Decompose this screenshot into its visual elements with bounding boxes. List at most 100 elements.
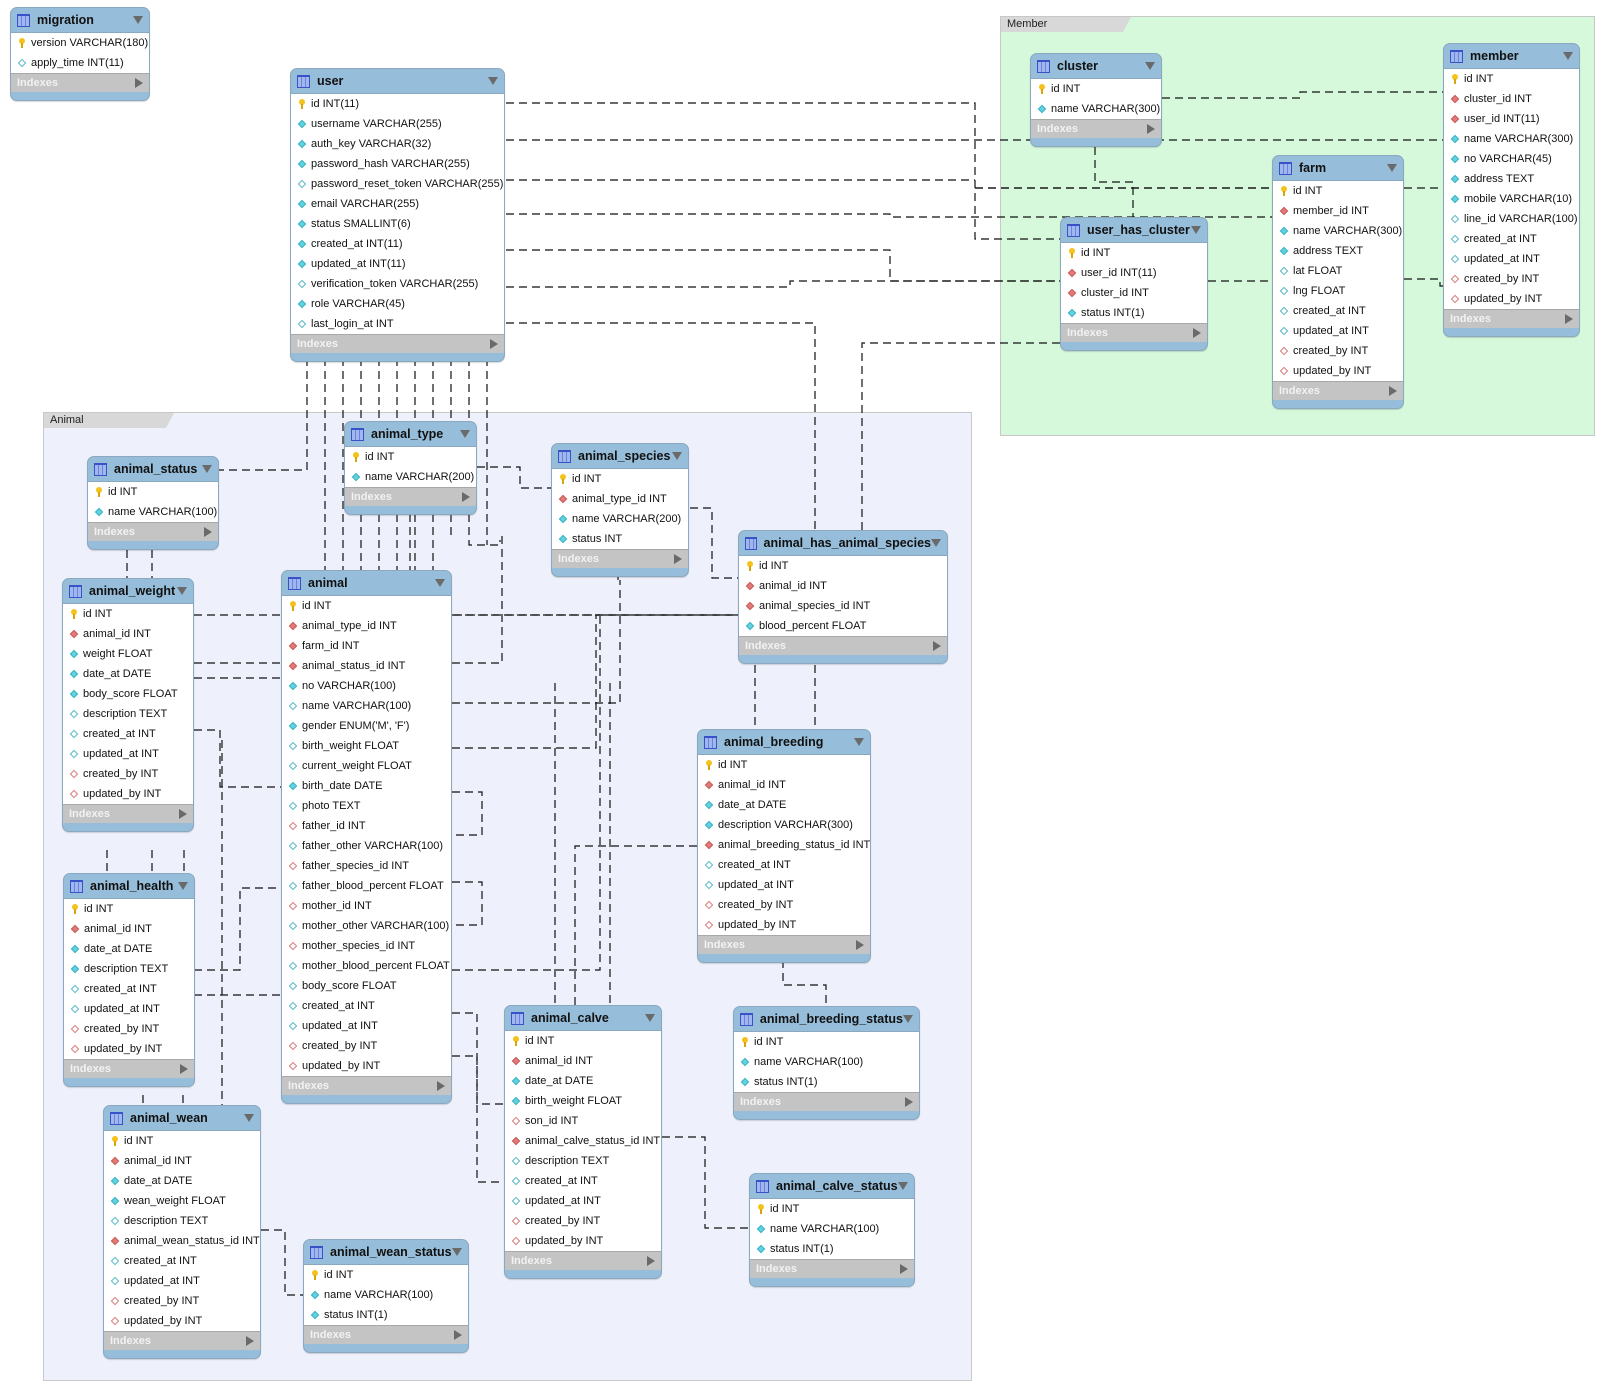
- table-header[interactable]: animal_status: [88, 457, 218, 481]
- collapse-toggle-icon[interactable]: [202, 465, 212, 473]
- column-row[interactable]: id INT: [1273, 181, 1403, 201]
- column-row[interactable]: updated_at INT: [64, 999, 194, 1019]
- expand-arrow-icon[interactable]: [900, 1264, 908, 1274]
- column-row[interactable]: name VARCHAR(100): [750, 1219, 914, 1239]
- column-row[interactable]: animal_id INT: [698, 775, 870, 795]
- indexes-section[interactable]: Indexes: [698, 935, 870, 954]
- indexes-section[interactable]: Indexes: [505, 1251, 661, 1270]
- column-row[interactable]: id INT: [734, 1032, 919, 1052]
- table-header[interactable]: animal_species: [552, 444, 688, 468]
- column-row[interactable]: id INT: [88, 482, 218, 502]
- table-header[interactable]: user: [291, 69, 504, 93]
- column-row[interactable]: member_id INT: [1273, 201, 1403, 221]
- table-header[interactable]: cluster: [1031, 54, 1161, 78]
- column-row[interactable]: mother_species_id INT: [282, 936, 451, 956]
- column-row[interactable]: created_at INT(11): [291, 234, 504, 254]
- column-row[interactable]: date_at DATE: [505, 1071, 661, 1091]
- table-header[interactable]: animal_weight: [63, 579, 193, 603]
- column-row[interactable]: description TEXT: [64, 959, 194, 979]
- relationship-line[interactable]: [506, 249, 1060, 282]
- indexes-section[interactable]: Indexes: [11, 73, 149, 92]
- indexes-section[interactable]: Indexes: [104, 1331, 260, 1350]
- collapse-toggle-icon[interactable]: [645, 1014, 655, 1022]
- collapse-toggle-icon[interactable]: [133, 16, 143, 24]
- column-row[interactable]: father_id INT: [282, 816, 451, 836]
- column-row[interactable]: status INT: [552, 529, 688, 549]
- indexes-section[interactable]: Indexes: [88, 522, 218, 541]
- column-row[interactable]: created_by INT: [698, 895, 870, 915]
- column-row[interactable]: body_score FLOAT: [282, 976, 451, 996]
- column-row[interactable]: created_at INT: [282, 996, 451, 1016]
- column-row[interactable]: father_blood_percent FLOAT: [282, 876, 451, 896]
- column-row[interactable]: updated_at INT: [1444, 249, 1579, 269]
- column-row[interactable]: updated_at INT(11): [291, 254, 504, 274]
- table-header[interactable]: animal_wean_status: [304, 1240, 468, 1264]
- collapse-toggle-icon[interactable]: [1387, 164, 1397, 172]
- column-row[interactable]: animal_type_id INT: [552, 489, 688, 509]
- indexes-section[interactable]: Indexes: [734, 1092, 919, 1111]
- column-row[interactable]: id INT: [104, 1131, 260, 1151]
- column-row[interactable]: id INT: [304, 1265, 468, 1285]
- column-row[interactable]: date_at DATE: [104, 1171, 260, 1191]
- column-row[interactable]: cluster_id INT: [1444, 89, 1579, 109]
- table-header[interactable]: member: [1444, 44, 1579, 68]
- column-row[interactable]: animal_id INT: [104, 1151, 260, 1171]
- column-row[interactable]: address TEXT: [1273, 241, 1403, 261]
- column-row[interactable]: body_score FLOAT: [63, 684, 193, 704]
- column-row[interactable]: date_at DATE: [64, 939, 194, 959]
- column-row[interactable]: id INT: [1061, 243, 1207, 263]
- column-row[interactable]: description VARCHAR(300): [698, 815, 870, 835]
- column-row[interactable]: id INT: [282, 596, 451, 616]
- table-header[interactable]: animal_has_animal_species: [739, 531, 947, 555]
- column-row[interactable]: birth_weight FLOAT: [282, 736, 451, 756]
- collapse-toggle-icon[interactable]: [672, 452, 682, 460]
- collapse-toggle-icon[interactable]: [460, 430, 470, 438]
- column-row[interactable]: id INT: [345, 447, 476, 467]
- column-row[interactable]: password_hash VARCHAR(255): [291, 154, 504, 174]
- expand-arrow-icon[interactable]: [1565, 314, 1573, 324]
- expand-arrow-icon[interactable]: [437, 1081, 445, 1091]
- expand-arrow-icon[interactable]: [647, 1256, 655, 1266]
- column-row[interactable]: animal_calve_status_id INT: [505, 1131, 661, 1151]
- collapse-toggle-icon[interactable]: [931, 539, 941, 547]
- column-row[interactable]: created_at INT: [64, 979, 194, 999]
- indexes-section[interactable]: Indexes: [1061, 323, 1207, 342]
- collapse-toggle-icon[interactable]: [177, 587, 187, 595]
- table-header[interactable]: migration: [11, 8, 149, 32]
- table-header[interactable]: farm: [1273, 156, 1403, 180]
- relationship-line[interactable]: [506, 280, 1060, 288]
- column-row[interactable]: animal_id INT: [505, 1051, 661, 1071]
- column-row[interactable]: id INT(11): [291, 94, 504, 114]
- expand-arrow-icon[interactable]: [135, 78, 143, 88]
- indexes-section[interactable]: Indexes: [552, 549, 688, 568]
- column-row[interactable]: status INT(1): [1061, 303, 1207, 323]
- column-row[interactable]: description TEXT: [63, 704, 193, 724]
- table-header[interactable]: animal_wean: [104, 1106, 260, 1130]
- table-header[interactable]: user_has_cluster: [1061, 218, 1207, 242]
- column-row[interactable]: name VARCHAR(300): [1031, 99, 1161, 119]
- column-row[interactable]: updated_at INT: [63, 744, 193, 764]
- column-row[interactable]: created_at INT: [505, 1171, 661, 1191]
- column-row[interactable]: father_species_id INT: [282, 856, 451, 876]
- table-header[interactable]: animal_calve: [505, 1006, 661, 1030]
- column-row[interactable]: updated_at INT: [1273, 321, 1403, 341]
- expand-arrow-icon[interactable]: [454, 1330, 462, 1340]
- column-row[interactable]: id INT: [552, 469, 688, 489]
- column-row[interactable]: name VARCHAR(300): [1273, 221, 1403, 241]
- column-row[interactable]: no VARCHAR(45): [1444, 149, 1579, 169]
- collapse-toggle-icon[interactable]: [898, 1182, 908, 1190]
- indexes-section[interactable]: Indexes: [1273, 381, 1403, 400]
- column-row[interactable]: name VARCHAR(200): [552, 509, 688, 529]
- column-row[interactable]: id INT: [505, 1031, 661, 1051]
- column-row[interactable]: animal_id INT: [64, 919, 194, 939]
- column-row[interactable]: cluster_id INT: [1061, 283, 1207, 303]
